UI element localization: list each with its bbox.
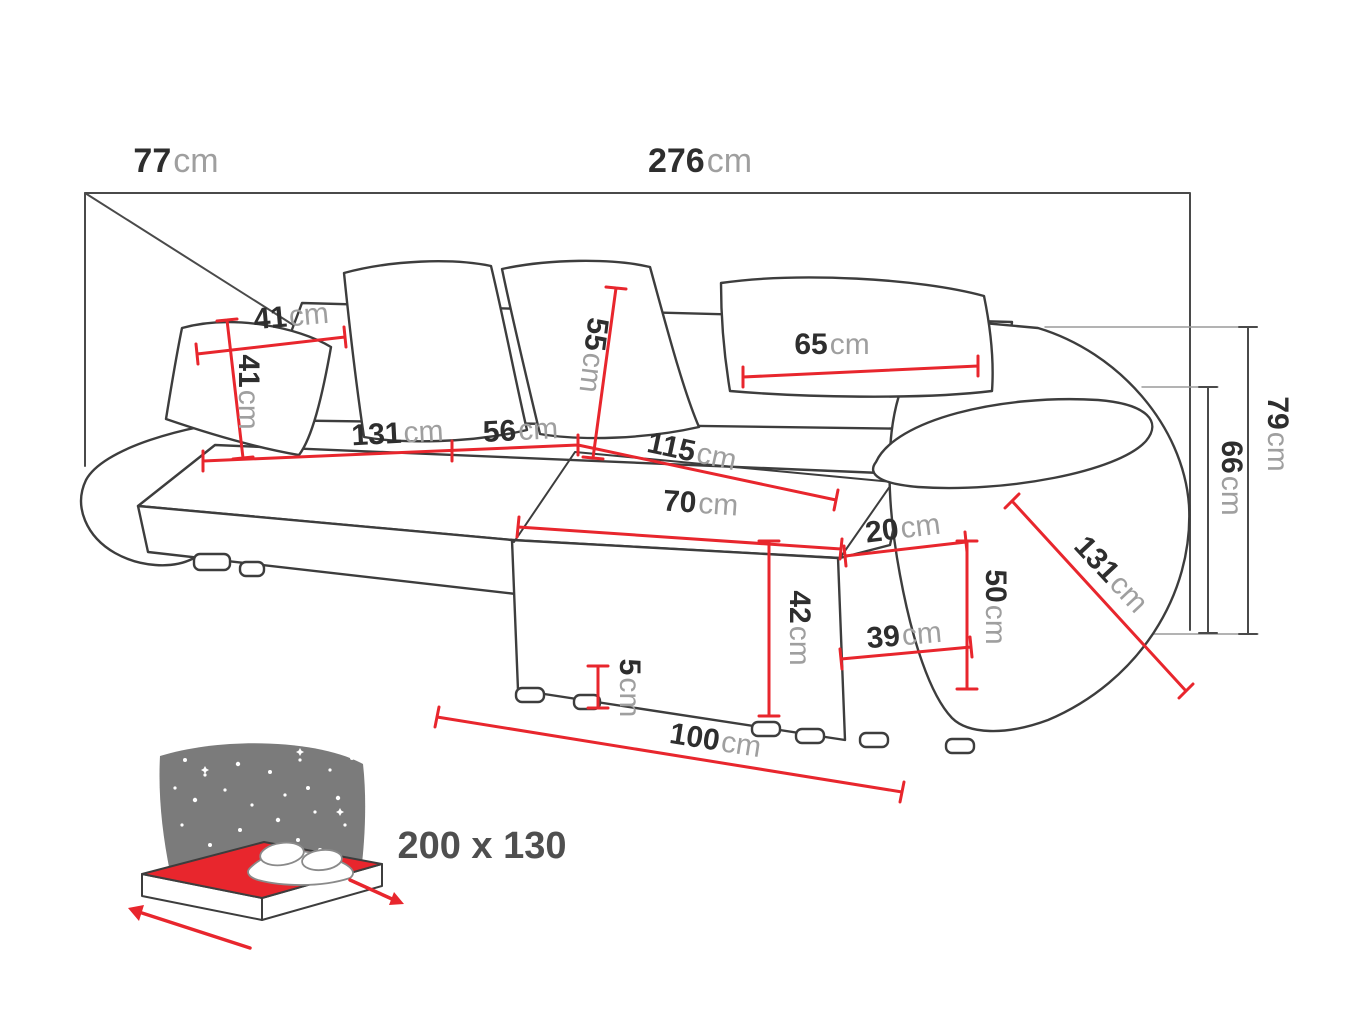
dim-line-chaise-seat-width (515, 515, 844, 561)
night-sky-icon (159, 743, 366, 872)
small-pillow-width-label: 41cm (252, 297, 330, 336)
back-pillow-middle (500, 259, 701, 440)
seat-width-label: 131cm (351, 415, 445, 453)
dimension-labels: 77cm 276cm 41cm 41cm 55cm 65cm 131cm 56c… (133, 142, 1294, 764)
armrest-cushion-height-label: 50cm (979, 569, 1012, 644)
small-pillow (164, 320, 333, 457)
dim-line-chaise-front-height (757, 539, 781, 718)
bed-length-arrow (140, 911, 252, 950)
chaise-seat-width-label: 70cm (662, 484, 739, 522)
dim-line-back-cushion-width (741, 354, 980, 389)
seat-depth-label: 56cm (482, 412, 559, 449)
dim-line-seat-width-depth (201, 433, 580, 473)
bed-width-arrow (348, 878, 394, 901)
dim-line-overall-height (1238, 326, 1258, 635)
red-dimension-lines (194, 285, 1195, 804)
dim-line-armrest-height (1198, 386, 1218, 634)
overall-depth-label: 77cm (133, 142, 218, 180)
overall-width-label: 276cm (648, 142, 752, 180)
bed-width-arrowhead (389, 892, 404, 905)
back-pillow-right (719, 276, 994, 398)
pillow-icon-2 (301, 848, 343, 872)
sofa-chaise-front (510, 538, 847, 742)
sleeping-function-icon: 200 x 130 (128, 743, 567, 950)
back-pillow-left (342, 260, 529, 443)
dim-line-armrest-cushion-height (955, 539, 979, 691)
dim-line-overall-width (84, 192, 1191, 631)
overall-height-label: 79cm (1261, 396, 1294, 471)
sleeping-area-label: 200 x 130 (397, 825, 566, 867)
back-cushion-width-label: 65cm (794, 328, 869, 361)
dim-line-base-height (838, 635, 974, 671)
dim-line-back-cushion-height (581, 285, 628, 461)
dim-line-small-pillow-width (194, 325, 348, 366)
leg-height-label: 5cm (613, 659, 646, 718)
sofa-legs (192, 552, 976, 755)
pillow-icon (259, 841, 305, 867)
base-height-label: 39cm (865, 616, 943, 655)
armrest-height-label: 66cm (1215, 440, 1248, 515)
dim-line-leg-height (586, 664, 610, 710)
small-pillow-height-label: 41cm (232, 354, 265, 429)
dim-line-seat-diagonal (576, 443, 840, 512)
bed-length-arrowhead (128, 905, 144, 921)
chaise-depth-label: 100cm (667, 717, 763, 764)
dim-line-chaise-side-length (1003, 492, 1195, 700)
chaise-front-height-label: 42cm (783, 590, 816, 665)
back-cushion-height-label: 55cm (572, 316, 614, 395)
armrest-cushion (871, 398, 1154, 490)
armrest-width-label: 20cm (863, 508, 942, 550)
sofa-drawing (80, 259, 1191, 755)
dim-line-chaise-depth (433, 705, 906, 804)
